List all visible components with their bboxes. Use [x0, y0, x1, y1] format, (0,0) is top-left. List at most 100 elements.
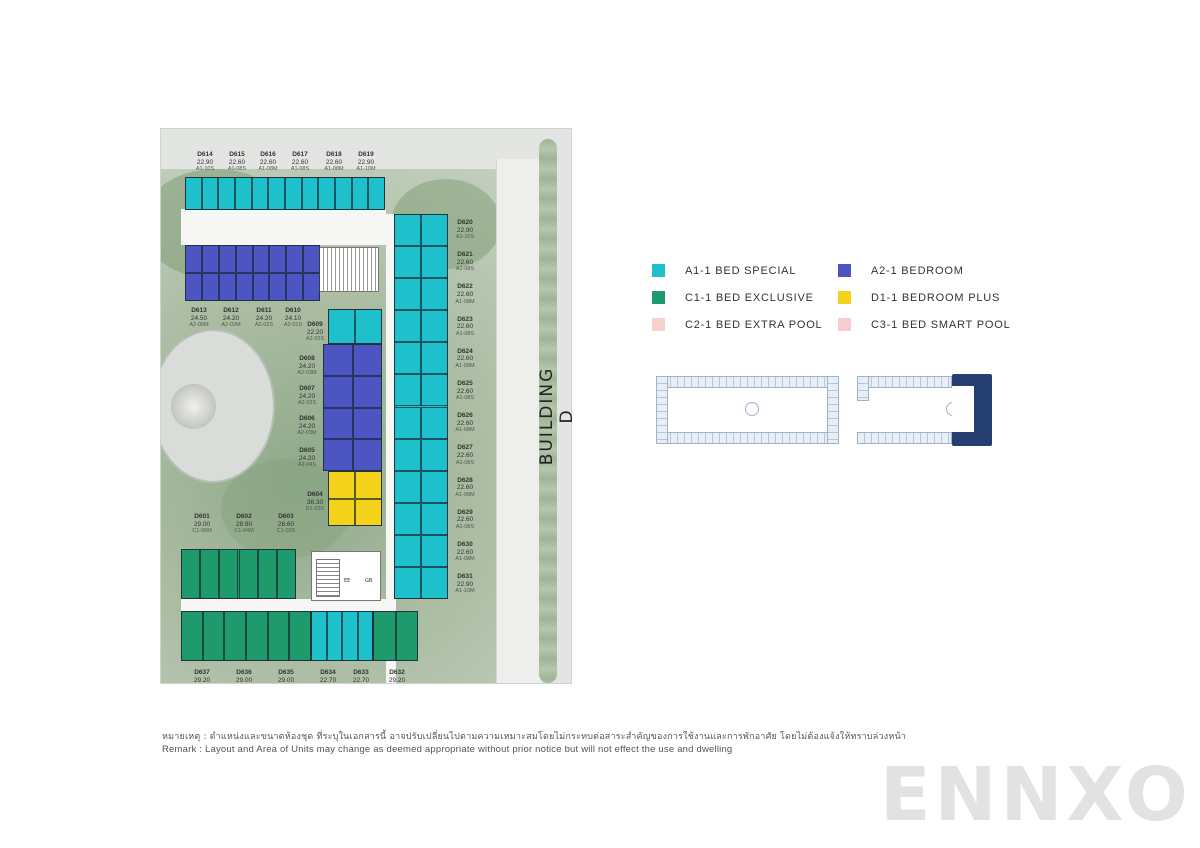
room-cell: [218, 177, 235, 210]
unit-area: 22.90: [196, 158, 214, 166]
unit-area: 22.60: [456, 387, 474, 395]
unit-type: A1-08S: [227, 166, 247, 173]
room-cell: [238, 549, 258, 599]
room-cell: [252, 245, 270, 273]
key-plan-building-left-east: [827, 376, 839, 444]
unit-unit: D617: [292, 151, 308, 158]
unit-type: A1-08S: [455, 523, 475, 530]
unit-unit: D628: [457, 476, 473, 484]
room-cell: [394, 310, 421, 343]
remark-thai: หมายเหตุ : ตำแหน่งและขนาดห้องชุด ที่ระบุ…: [162, 732, 907, 742]
room-cell: [200, 549, 220, 599]
room-cell: [202, 611, 225, 661]
key-plan-building-right-bottom: [857, 432, 952, 444]
room-cell: [285, 177, 302, 210]
room-cell: [328, 498, 355, 526]
room-cell: [252, 273, 270, 301]
room-cell: [257, 549, 277, 599]
unit-unit: D608: [299, 355, 315, 362]
room-cell: [421, 278, 448, 311]
unit-type: D1-03S: [305, 506, 325, 513]
room-cell: [328, 471, 355, 499]
room-cell: [421, 246, 448, 279]
room-cell: [185, 177, 202, 210]
room-cell: [201, 245, 219, 273]
unit-area: 24.20: [222, 314, 240, 322]
room-cell: [355, 471, 382, 499]
room-cell: [394, 438, 421, 471]
unit-unit: D631: [457, 573, 473, 581]
unit-type: A1-08S: [455, 459, 475, 466]
legend-item: D1-1 BEDROOM PLUS: [838, 291, 1000, 304]
room-cell: [351, 177, 369, 210]
unit-area: 24.20: [255, 314, 273, 322]
unit-type: A1-08S: [455, 266, 475, 273]
room-cell: [421, 310, 448, 343]
unit-type: A1-10M: [455, 588, 475, 595]
unit-unit: D629: [457, 508, 473, 516]
unit-unit: D626: [457, 412, 473, 420]
room-cell: [218, 273, 236, 301]
room-cell: [394, 342, 421, 375]
room-cell: [355, 309, 382, 344]
room-cell: [323, 439, 353, 471]
unit-unit: D624: [457, 347, 473, 355]
room-cell: [421, 374, 448, 407]
key-plan-building-d-inner: [952, 386, 974, 432]
legend-swatch: [838, 264, 851, 277]
unit-unit: D620: [457, 219, 473, 226]
unit-type: A1-08S: [455, 395, 475, 402]
room-cell: [201, 177, 219, 210]
watermark-logo: ENNXO: [880, 752, 1192, 838]
unit-type: C1-04M: [234, 528, 254, 535]
room-cell: [394, 214, 421, 247]
legend-label: A2-1 BEDROOM: [871, 264, 964, 277]
unit-unit: D637: [194, 669, 210, 676]
room-cell: [269, 273, 287, 301]
room-cell: [394, 502, 421, 535]
unit-type: A1-08M: [455, 556, 475, 563]
unit-unit: D619: [358, 151, 374, 158]
unit-type: A1-08S: [455, 330, 475, 337]
room-cell: [394, 278, 421, 311]
room-cell: [268, 177, 285, 210]
room-cell: [421, 406, 448, 439]
corridor: [181, 209, 386, 245]
unit-area: 28.90: [235, 520, 253, 528]
room-cell: [368, 177, 385, 210]
unit-unit: D613: [191, 307, 207, 314]
room-cell: [394, 470, 421, 503]
room-cell: [352, 439, 382, 471]
unit-type: A1-08S: [290, 166, 310, 173]
room-cell: [318, 177, 335, 210]
legend-item: C1-1 BED EXCLUSIVE: [652, 291, 814, 304]
unit-type: A2-03M: [297, 370, 317, 377]
legend-swatch: [652, 291, 665, 304]
unit-type: A1-08M: [455, 491, 475, 498]
unit-area: 22.20: [306, 328, 324, 336]
unit-unit: D614: [197, 151, 213, 158]
unit-type: C1-02S: [276, 528, 296, 535]
unit-type: A1-03S: [305, 336, 325, 343]
key-plan-building-left-west: [656, 376, 668, 444]
unit-type: A2-04S: [297, 462, 317, 469]
legend-label: C3-1 BED SMART POOL: [871, 318, 1011, 331]
key-plan-building-right-west: [857, 376, 869, 401]
unit-unit: D633: [353, 669, 369, 676]
room-cell: [269, 245, 287, 273]
